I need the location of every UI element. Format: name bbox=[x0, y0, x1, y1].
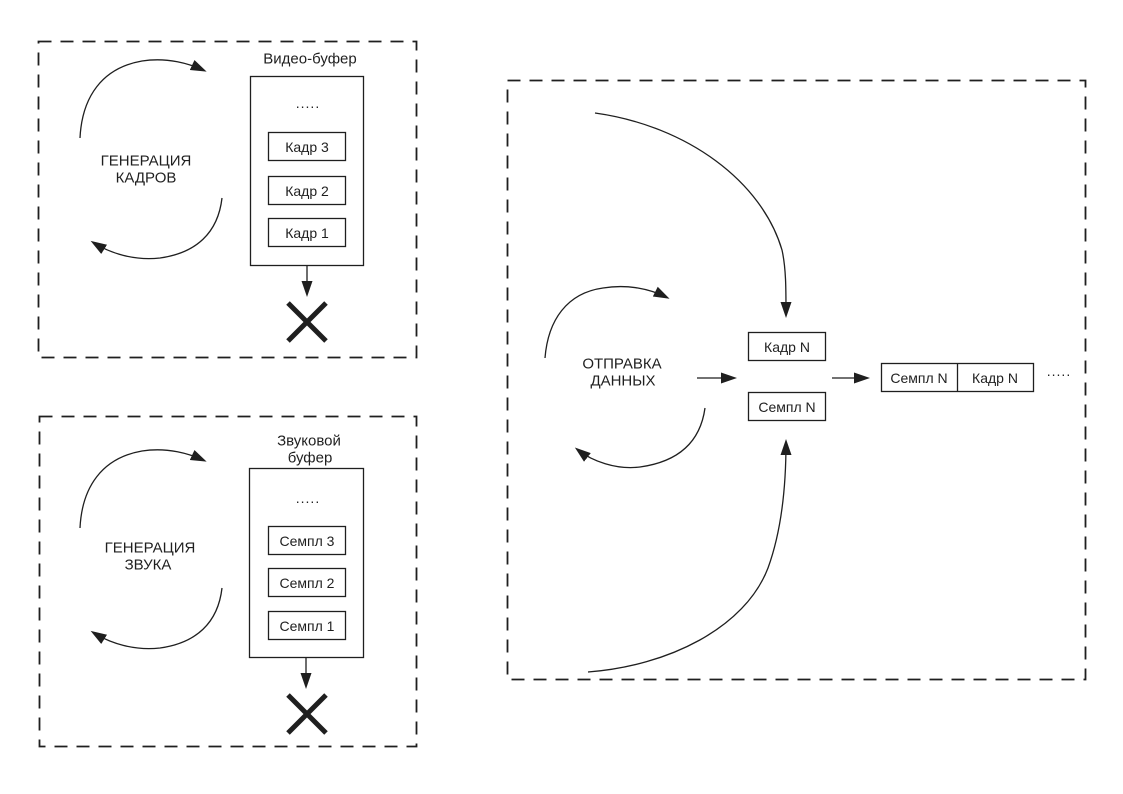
sample-item-label: Семпл 2 bbox=[280, 575, 335, 591]
cycle-arrow-top-icon bbox=[79, 449, 207, 529]
data-sending-label-line2: ДАННЫХ bbox=[590, 373, 655, 390]
sample-item-box bbox=[267, 567, 347, 598]
frame-generation-dashed-border bbox=[37, 40, 418, 359]
cycle-arrow-bottom-icon bbox=[90, 587, 223, 650]
frame-item-label: Кадр 1 bbox=[285, 225, 329, 241]
x-stroke bbox=[286, 693, 328, 735]
frame-item-label: Кадр 2 bbox=[285, 183, 329, 199]
sample-item-box bbox=[267, 610, 347, 641]
sample-item-label: Семпл 1 bbox=[280, 618, 335, 634]
discard-x-icon bbox=[286, 693, 328, 735]
data-sending-label-line1: ОТПРАВКА bbox=[582, 356, 661, 373]
sample-item-box bbox=[267, 525, 347, 556]
packet-box: Семпл N Кадр N bbox=[880, 362, 1035, 393]
cycle-arrow-top-icon bbox=[544, 285, 670, 359]
cycle-arrow-top-icon bbox=[79, 59, 207, 139]
sound-generation-label-line2: ЗВУКА bbox=[125, 557, 172, 574]
cycle-arrow-bottom-icon bbox=[574, 407, 706, 469]
video-buffer-ellipsis: ..... bbox=[296, 95, 320, 111]
sound-generation-label-line1: ГЕНЕРАЦИЯ bbox=[105, 540, 196, 557]
frame-n-box bbox=[747, 331, 827, 362]
frame-generation-panel: ГЕНЕРАЦИЯ КАДРОВ Видео-буфер ..... Кадр … bbox=[37, 40, 418, 359]
packet-cell-frame-label: Кадр N bbox=[972, 370, 1018, 386]
packet-stream-ellipsis: ..... bbox=[1047, 363, 1071, 379]
x-stroke bbox=[286, 301, 328, 343]
sound-generation-dashed-border bbox=[38, 415, 418, 748]
frame-feed-curve-arrow-icon bbox=[594, 112, 792, 318]
sample-n-box bbox=[747, 391, 827, 422]
sound-generation-panel: ГЕНЕРАЦИЯ ЗВУКА Звуковой буфер ..... Сем… bbox=[38, 415, 418, 748]
sound-buffer-title-line2: буфер bbox=[288, 450, 333, 467]
sound-buffer-title-line1: Звуковой bbox=[277, 433, 341, 450]
data-sending-panel: ОТПРАВКА ДАННЫХ Кадр N Семпл N Семпл N К… bbox=[506, 79, 1087, 681]
frame-generation-label-line2: КАДРОВ bbox=[116, 170, 177, 187]
cycle-arrow-bottom-icon bbox=[90, 197, 223, 260]
discard-x-icon bbox=[286, 301, 328, 343]
frame-n-label: Кадр N bbox=[764, 339, 810, 355]
sound-buffer-ellipsis: ..... bbox=[296, 490, 320, 506]
frame-item-box bbox=[267, 217, 347, 248]
frame-generation-label-line1: ГЕНЕРАЦИЯ bbox=[101, 153, 192, 170]
frame-item-box bbox=[267, 175, 347, 206]
packet-cell-sample-label: Семпл N bbox=[890, 370, 947, 386]
sample-feed-curve-arrow-icon bbox=[587, 439, 792, 673]
sample-item-label: Семпл 3 bbox=[280, 533, 335, 549]
video-buffer-title: Видео-буфер bbox=[263, 51, 356, 68]
frame-item-box bbox=[267, 131, 347, 162]
frame-item-label: Кадр 3 bbox=[285, 139, 329, 155]
data-sending-dashed-border bbox=[506, 79, 1087, 681]
sample-n-label: Семпл N bbox=[758, 399, 815, 415]
